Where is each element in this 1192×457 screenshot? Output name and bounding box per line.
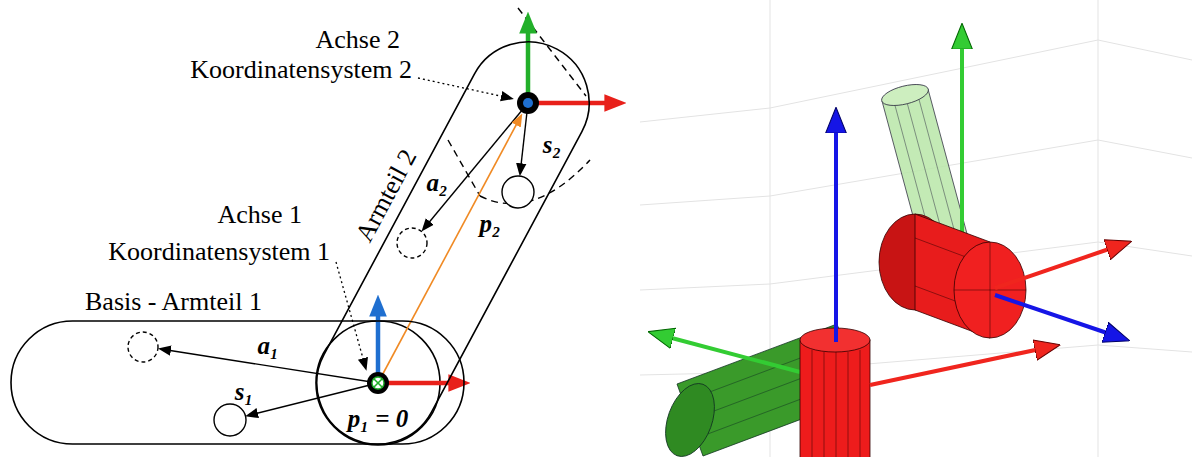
frame-axis: [526, 27, 531, 103]
centre-mark: [128, 332, 158, 362]
frame-axis: [378, 381, 455, 386]
joint-cylinder: [879, 214, 1026, 338]
axis-arrow: [995, 248, 1112, 288]
arm-outline: [11, 321, 464, 444]
axis-label: Achse 2: [316, 25, 400, 55]
axis-arrow: [960, 44, 964, 250]
axis-arrow: [836, 128, 1040, 385]
joint-cylinder: [954, 290, 1026, 291]
axis-arrow: [834, 128, 838, 342]
part-name: Basis - Armteil 1: [85, 287, 262, 317]
joint-symbol: [372, 377, 384, 389]
axis-arrow: [995, 295, 1110, 334]
frame-axis: [528, 101, 611, 106]
arm-outline: [294, 19, 612, 457]
axis-arrow: [995, 248, 1112, 334]
joint-cylinder: [800, 340, 870, 457]
joint-symbol: [367, 92, 539, 394]
plot-grid: [640, 0, 1192, 457]
vector-label: a₁: [257, 332, 278, 361]
centre-mark: [397, 228, 427, 258]
plot-grid: [1098, 345, 1192, 352]
joint-cylinder: [954, 242, 1026, 338]
joint-cylinder: [824, 352, 825, 457]
axis-arrow: [870, 349, 1040, 385]
link-cylinder: [880, 80, 931, 109]
joint-cylinder: [800, 328, 870, 457]
plot-grid: [1098, 40, 1192, 60]
frame-axis: [378, 27, 611, 383]
axis-arrow: [668, 337, 800, 372]
vector-arrow: [427, 103, 528, 225]
joint-symbol: [517, 92, 539, 114]
plot-grid: [640, 284, 770, 290]
vector-label: p₁ = 0: [348, 405, 408, 434]
plot-grid: [640, 108, 770, 122]
joint-symbol: [374, 379, 382, 387]
part-name: Armteil 2: [349, 144, 423, 247]
link-cylinder: [656, 377, 723, 457]
joint-cylinder: [836, 352, 837, 457]
joint-cylinder: [812, 350, 813, 457]
joint-cylinder: [848, 352, 849, 457]
axis-arrow: [668, 337, 800, 372]
plot-grid: [770, 40, 1098, 108]
vector-label: s₂: [543, 131, 561, 160]
axis-label: Achse 1: [218, 200, 302, 230]
joint-symbol: [523, 98, 533, 108]
arm-part: Armteil 2: [294, 19, 612, 457]
arm-outline: [295, 20, 610, 457]
centre-mark: [502, 176, 534, 208]
vector-label: s₁: [235, 378, 253, 407]
vector-label: p₂: [479, 210, 500, 239]
leader-line: [418, 78, 505, 97]
vector-label: a₂: [426, 169, 447, 198]
axis-arrow: [960, 44, 964, 250]
joint-symbol: [367, 372, 389, 394]
plot-grid: [1098, 140, 1192, 158]
next-link-outline: [480, 160, 590, 204]
centre-mark: [214, 404, 246, 436]
leader-line: [336, 262, 364, 362]
plot-grid: [640, 196, 770, 205]
next-link-outline: [448, 140, 480, 196]
axis-label: Koordinatensystem 2: [190, 55, 412, 85]
joint-cylinder: [860, 350, 861, 457]
joint-symbol: [374, 379, 382, 387]
leader-line: [336, 78, 505, 362]
axis-label: Koordinatensystem 1: [108, 237, 330, 267]
plot-grid: [1098, 0, 1099, 457]
